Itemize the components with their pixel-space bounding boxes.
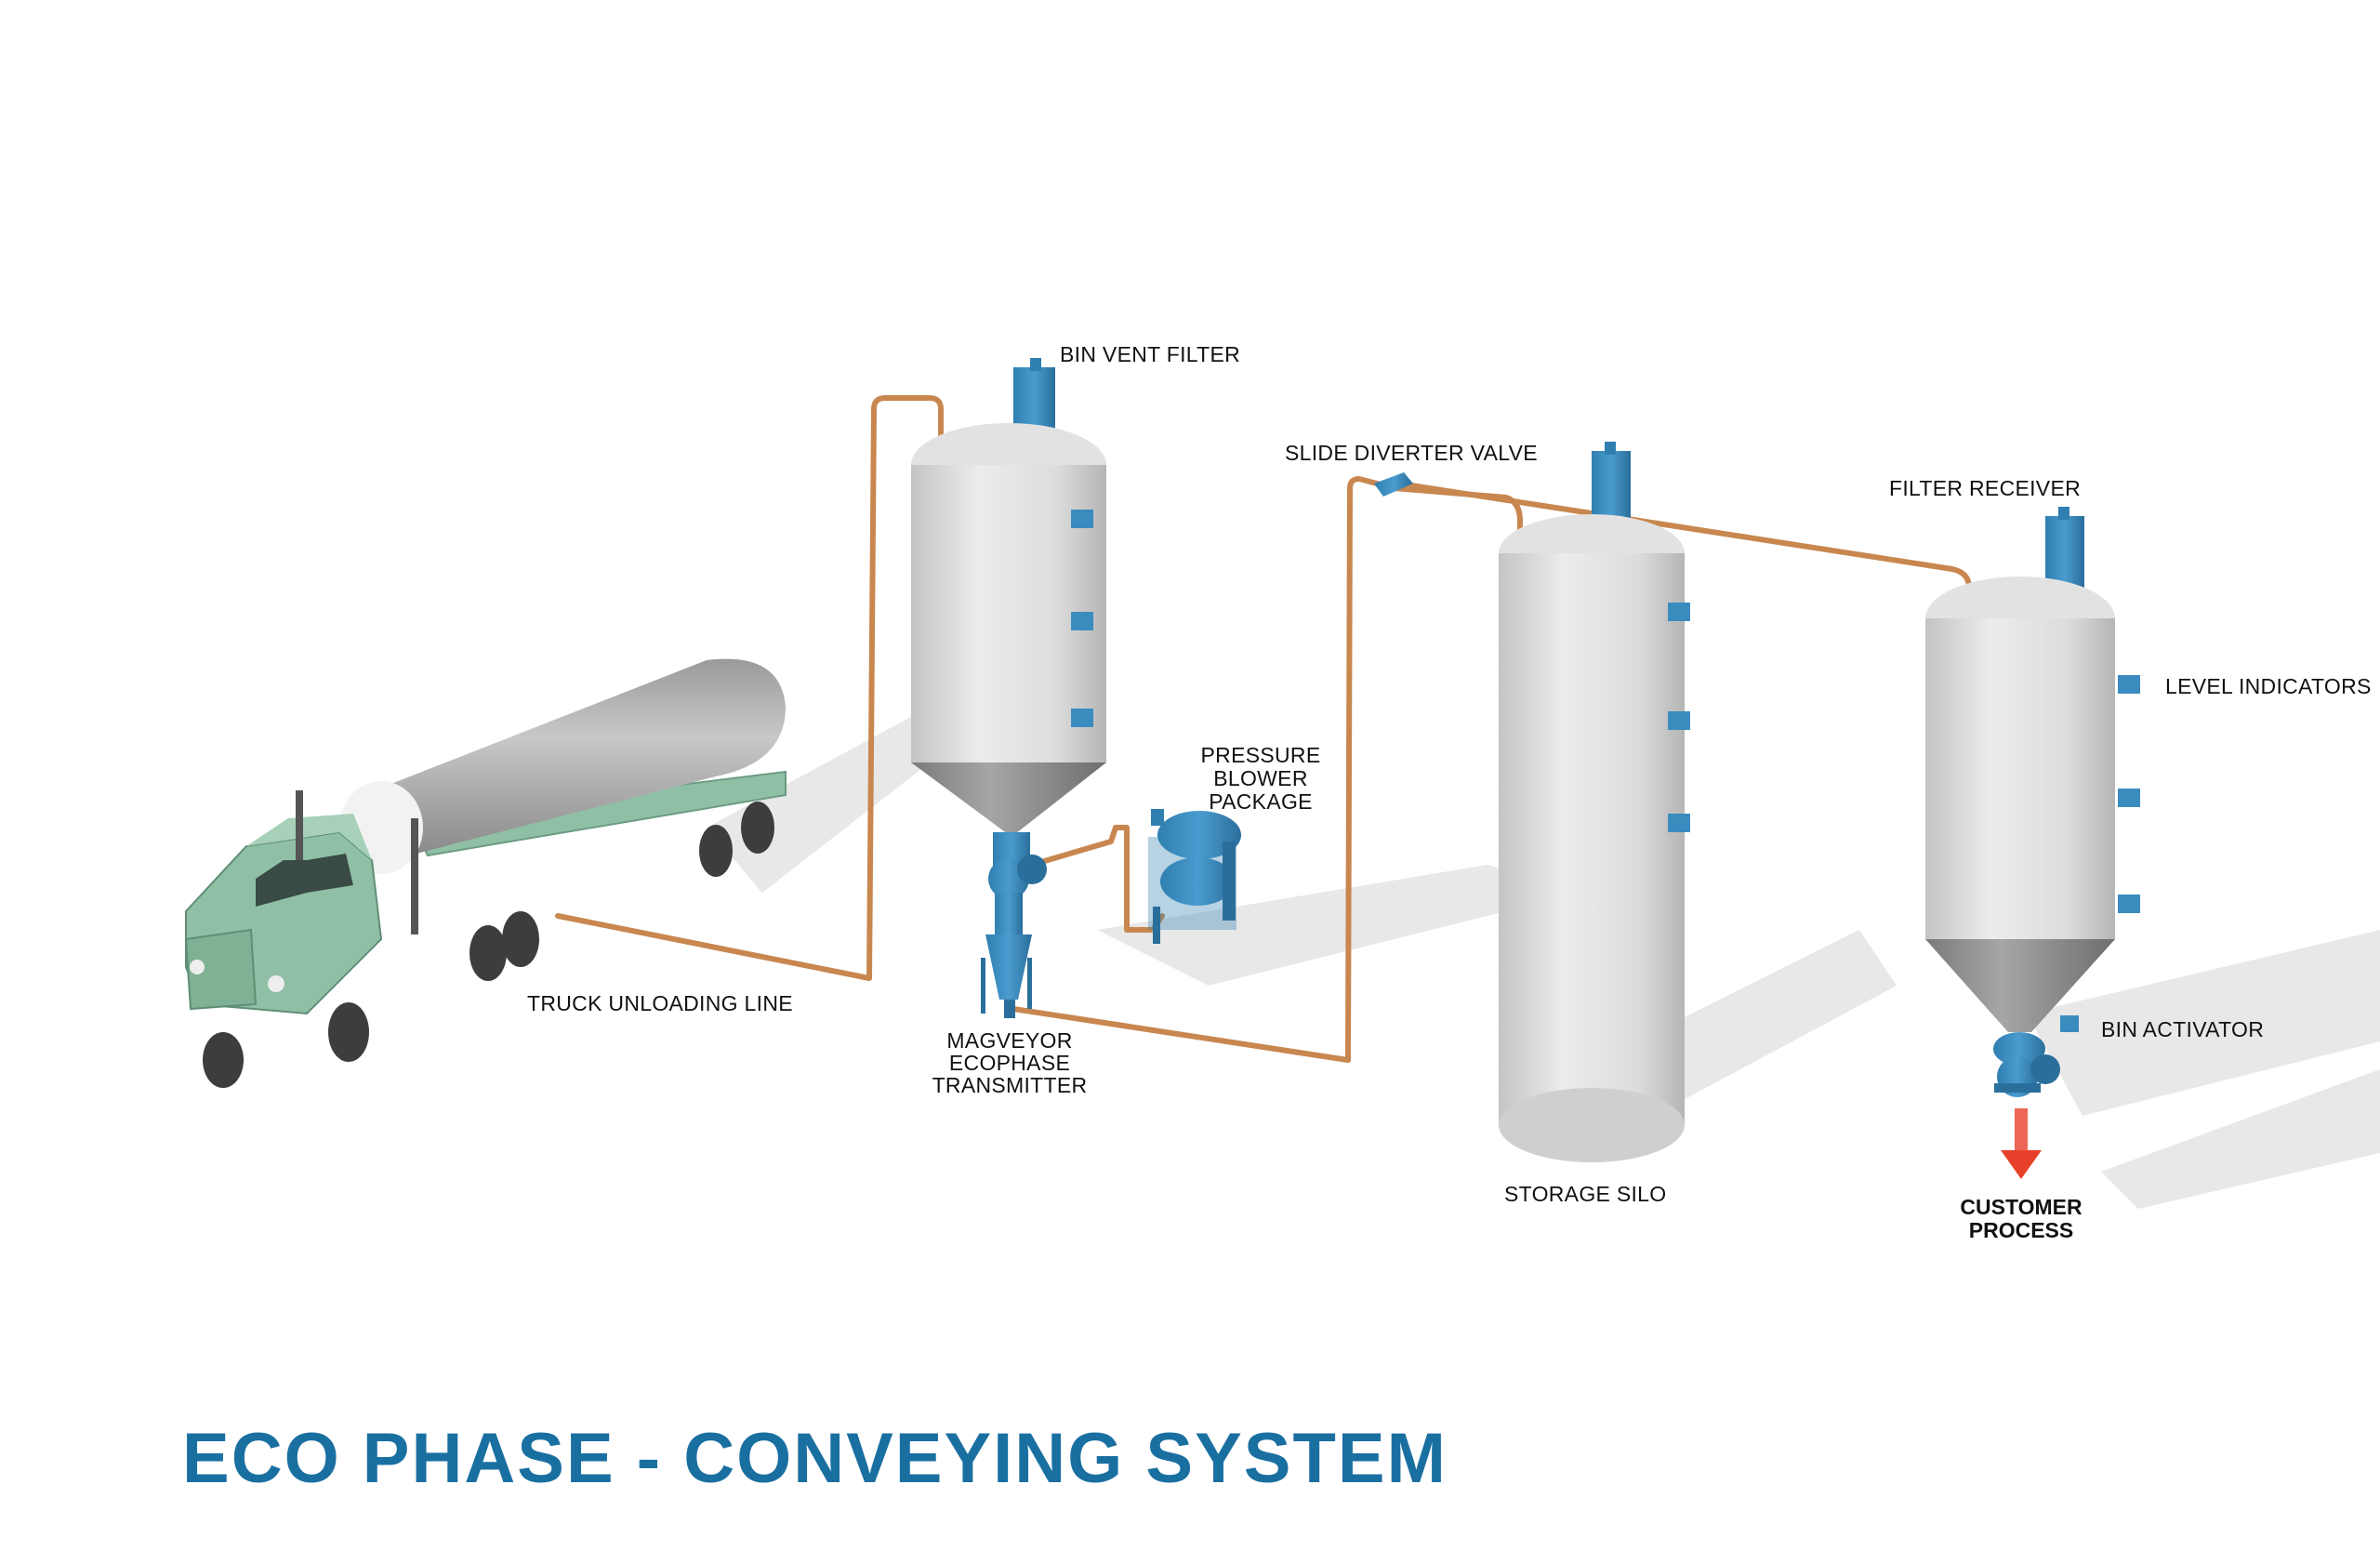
- filter-receiver-vessel: [1925, 507, 2140, 1097]
- customer-process-arrow: [2001, 1108, 2042, 1179]
- truck-unloading-pipe: [555, 395, 944, 981]
- slide-diverter-valve: [1374, 472, 1413, 497]
- transmitter-to-diverter-pipe: [1011, 476, 1397, 1063]
- bin-vent-vessel: [911, 358, 1106, 837]
- label-blower-line-2: BLOWER: [1213, 766, 1307, 790]
- label-customer-line-1: CUSTOMER: [1960, 1195, 2082, 1219]
- label-storage-silo: STORAGE SILO: [1504, 1182, 1666, 1206]
- pressure-blower-package: [1148, 809, 1241, 944]
- label-level-indicators: LEVEL INDICATORS: [2165, 674, 2372, 698]
- label-ecophase-line-2: ECOPHASE: [949, 1051, 1070, 1075]
- label-package-line-3: PACKAGE: [1209, 789, 1313, 814]
- label-truck-unloading-line: TRUCK UNLOADING LINE: [527, 991, 793, 1015]
- label-bin-vent-filter: BIN VENT FILTER: [1060, 342, 1240, 366]
- label-bin-activator: BIN ACTIVATOR: [2101, 1017, 2264, 1041]
- storage-silo: [1499, 442, 1690, 1162]
- page-title: ECO PHASE - CONVEYING SYSTEM: [182, 1419, 1448, 1498]
- label-pressure-line-1: PRESSURE: [1201, 743, 1321, 767]
- label-transmitter-line-3: TRANSMITTER: [932, 1073, 1088, 1097]
- label-process-line-2: PROCESS: [1969, 1218, 2073, 1242]
- tanker-truck: [184, 658, 787, 1088]
- magveyor-transmitter: [981, 832, 1047, 1018]
- label-magveyor-line-1: MAGVEYOR: [946, 1028, 1072, 1053]
- blower-pipe: [1029, 825, 1165, 933]
- label-slide-diverter-valve: SLIDE DIVERTER VALVE: [1285, 441, 1538, 465]
- callout-labels: BIN VENT FILTER SLIDE DIVERTER VALVE FIL…: [527, 342, 2372, 1242]
- label-filter-receiver: FILTER RECEIVER: [1889, 476, 2081, 500]
